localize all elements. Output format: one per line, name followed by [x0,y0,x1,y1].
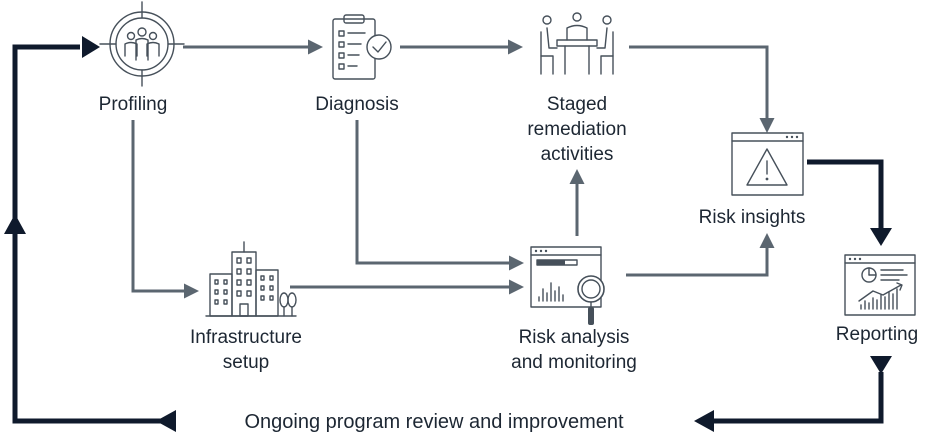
node-staged: Staged remediation activities [527,94,626,165]
warning-window-icon [731,132,804,196]
node-label-analysis-line2: and monitoring [511,352,637,373]
city-buildings-icon [205,241,297,317]
arrow-analysis-to-insights [626,233,775,277]
arrow-insights-to-reporting [807,159,884,230]
node-label-infrastructure-line1: Infrastructure [190,327,302,348]
clipboard-check-icon [332,14,392,80]
node-label-reporting: Reporting [836,324,918,345]
magnifier-chart-icon [530,246,605,325]
arrow-footer-to-left [12,232,172,424]
report-chart-icon [844,254,916,316]
meeting-table-icon [540,12,614,75]
node-label-staged-line2: remediation [527,119,626,140]
node-label-staged-line1: Staged [547,94,607,115]
node-label-staged-line3: activities [541,144,614,165]
node-label-insights: Risk insights [699,207,806,228]
node-analysis: Risk analysis and monitoring [511,327,637,373]
arrow-reporting-to-footer [712,372,884,424]
node-label-diagnosis: Diagnosis [315,94,398,115]
arrowhead-left-up [4,214,26,234]
node-diagnosis: Diagnosis [315,94,398,115]
arrow-left-to-profiling [12,44,80,232]
arrowhead-footer-left [156,410,176,432]
node-reporting: Reporting [836,324,918,345]
arrow-diagnosis-to-analysis [355,120,524,271]
arrowhead-footer-right [694,410,714,432]
dark-arrowheads [4,36,892,432]
footer-label: Ongoing program review and improvement [244,411,624,433]
node-label-infrastructure-line2: setup [223,352,269,373]
node-infrastructure: Infrastructure setup [190,327,302,373]
node-label-profiling: Profiling [99,94,168,115]
node-label-analysis-line1: Risk analysis [519,327,630,348]
target-people-icon [99,1,185,87]
arrowhead-profiling [82,36,100,58]
arrowhead-reporting-out [870,356,892,374]
arrow-staged-to-insights [629,45,775,133]
arrow-profiling-to-infrastructure [131,120,199,299]
node-profiling: Profiling [99,94,168,115]
gray-connectors [131,39,775,299]
dark-connectors [12,44,884,424]
arrowhead-reporting [870,228,892,246]
node-insights: Risk insights [699,207,806,228]
